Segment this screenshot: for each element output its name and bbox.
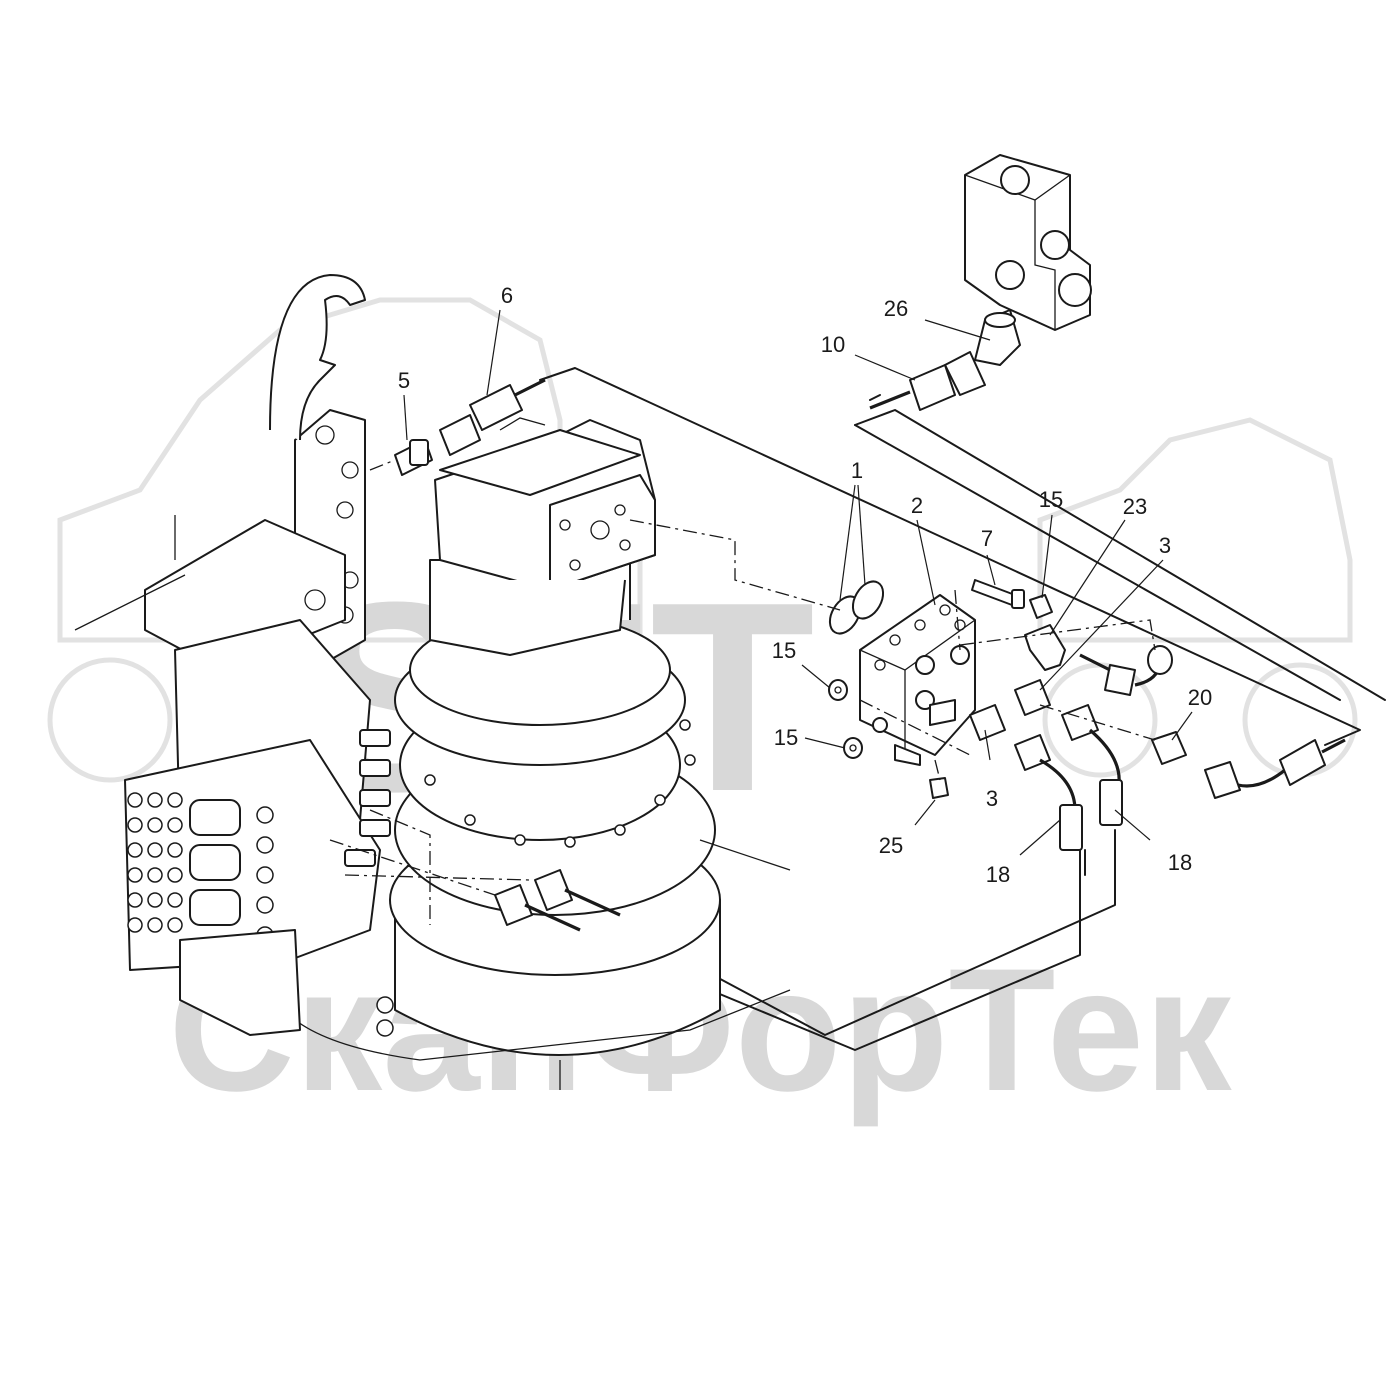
elbow-fitting-26 xyxy=(974,309,1021,366)
valve-port-fittings xyxy=(344,729,391,867)
callout-15-top: 15 xyxy=(1039,487,1063,512)
hose-upper-right xyxy=(1079,645,1173,696)
callout-15-left-lower: 15 xyxy=(774,725,798,750)
assembly-centerlines xyxy=(329,459,1156,925)
callout-20: 20 xyxy=(1188,685,1212,710)
hose-20-line xyxy=(1204,738,1346,799)
callout-3-bottom: 3 xyxy=(986,786,998,811)
callout-25: 25 xyxy=(879,833,903,858)
callout-leaders xyxy=(403,309,1193,856)
elbow-23 xyxy=(1024,624,1066,671)
hose-6 xyxy=(439,378,546,456)
fitting-5 xyxy=(394,439,433,476)
callout-26: 26 xyxy=(884,296,908,321)
valve-section-bolts xyxy=(127,792,274,944)
callout-7: 7 xyxy=(981,526,993,551)
hose-18-left xyxy=(1014,734,1083,851)
plug-15-right xyxy=(1029,594,1053,619)
callout-6: 6 xyxy=(501,283,513,308)
callout-23: 23 xyxy=(1123,494,1147,519)
plug-25 xyxy=(929,777,949,799)
adapter-20 xyxy=(1151,731,1187,765)
plug-15-upper xyxy=(828,679,848,701)
valve-solenoids xyxy=(189,799,241,926)
hose-18-right xyxy=(1061,704,1123,826)
callout-10: 10 xyxy=(821,332,845,357)
callout-labels: 6 5 26 10 1 2 15 23 7 3 15 15 20 3 25 18… xyxy=(398,283,1212,887)
callout-18-left: 18 xyxy=(986,862,1010,887)
swing-motor xyxy=(429,417,656,656)
callout-2: 2 xyxy=(911,493,923,518)
callout-18-right: 18 xyxy=(1168,850,1192,875)
hose-10 xyxy=(869,351,986,411)
callout-3-top: 3 xyxy=(1159,533,1171,558)
hose-pair-lower xyxy=(494,869,621,932)
plug-15-lower xyxy=(843,737,863,759)
bolt-7 xyxy=(971,579,1025,609)
o-rings-1 xyxy=(828,580,885,635)
callout-1: 1 xyxy=(851,458,863,483)
callout-5: 5 xyxy=(398,368,410,393)
adapter-3-lower xyxy=(969,704,1006,741)
callout-15-left-upper: 15 xyxy=(772,638,796,663)
main-control-valve xyxy=(74,274,391,1036)
base-bolt-holes xyxy=(376,719,696,1037)
relief-valve-block xyxy=(964,154,1092,331)
